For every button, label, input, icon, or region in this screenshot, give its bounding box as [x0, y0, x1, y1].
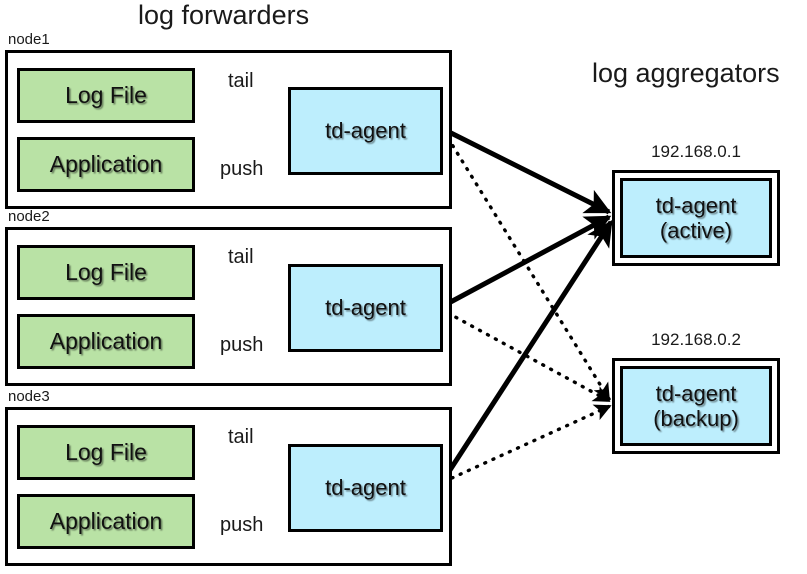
- application-label-node3: Application: [49, 508, 163, 534]
- aggregator-agent-box-2: td-agent(backup): [620, 366, 772, 446]
- ip-label-aggregator-1: 192.168.0.1: [651, 142, 741, 161]
- agent-box-node3: td-agent: [288, 444, 443, 532]
- application-box-node1: Application: [17, 137, 195, 192]
- aggregator-agent-label-2: td-agent(backup): [653, 381, 739, 432]
- aggregator-agent-label-1: td-agent(active): [656, 193, 737, 244]
- link-node3-active: [447, 219, 614, 472]
- agent-box-node2: td-agent: [288, 264, 443, 352]
- edge-label-push-node3: push: [220, 514, 264, 536]
- edge-label-tail-node2: tail: [228, 246, 254, 268]
- application-label-node1: Application: [49, 151, 163, 177]
- aggregator-agent-box-1: td-agent(active): [620, 178, 772, 258]
- link-node3-backup: [450, 404, 612, 480]
- title-log-aggregators: log aggregators: [592, 58, 780, 88]
- node-label-node2: node2: [8, 208, 50, 225]
- edge-label-tail-node1: tail: [228, 70, 254, 92]
- aggregator-agent-name-2: td-agent: [655, 380, 737, 406]
- link-node2-active: [443, 214, 612, 308]
- log-file-box-node1: Log File: [17, 68, 195, 123]
- log-file-box-node2: Log File: [17, 245, 195, 300]
- aggregator-agent-name-1: td-agent: [655, 192, 737, 218]
- ip-label-aggregator-2: 192.168.0.2: [651, 330, 741, 349]
- aggregator-agent-role-1: (active): [659, 218, 733, 243]
- link-node2-backup: [446, 311, 611, 403]
- log-file-label-node1: Log File: [65, 82, 147, 108]
- edge-label-push-node2: push: [220, 334, 264, 356]
- node-label-node1: node1: [8, 31, 50, 48]
- link-node1-active: [443, 127, 612, 215]
- application-label-node2: Application: [49, 328, 163, 354]
- agent-label-node1: td-agent: [325, 118, 406, 144]
- edge-label-push-node1: push: [220, 158, 264, 180]
- agent-box-node1: td-agent: [288, 87, 443, 175]
- link-node1-backup: [446, 136, 611, 401]
- node-label-node3: node3: [8, 388, 50, 405]
- aggregator-agent-role-2: (backup): [653, 406, 739, 431]
- application-box-node2: Application: [17, 314, 195, 369]
- log-file-label-node2: Log File: [65, 259, 147, 285]
- edge-label-tail-node3: tail: [228, 426, 254, 448]
- agent-label-node3: td-agent: [325, 475, 406, 501]
- application-box-node3: Application: [17, 494, 195, 549]
- title-log-forwarders: log forwarders: [138, 0, 310, 30]
- agent-label-node2: td-agent: [325, 295, 406, 321]
- log-file-label-node3: Log File: [65, 439, 147, 465]
- log-file-box-node3: Log File: [17, 425, 195, 480]
